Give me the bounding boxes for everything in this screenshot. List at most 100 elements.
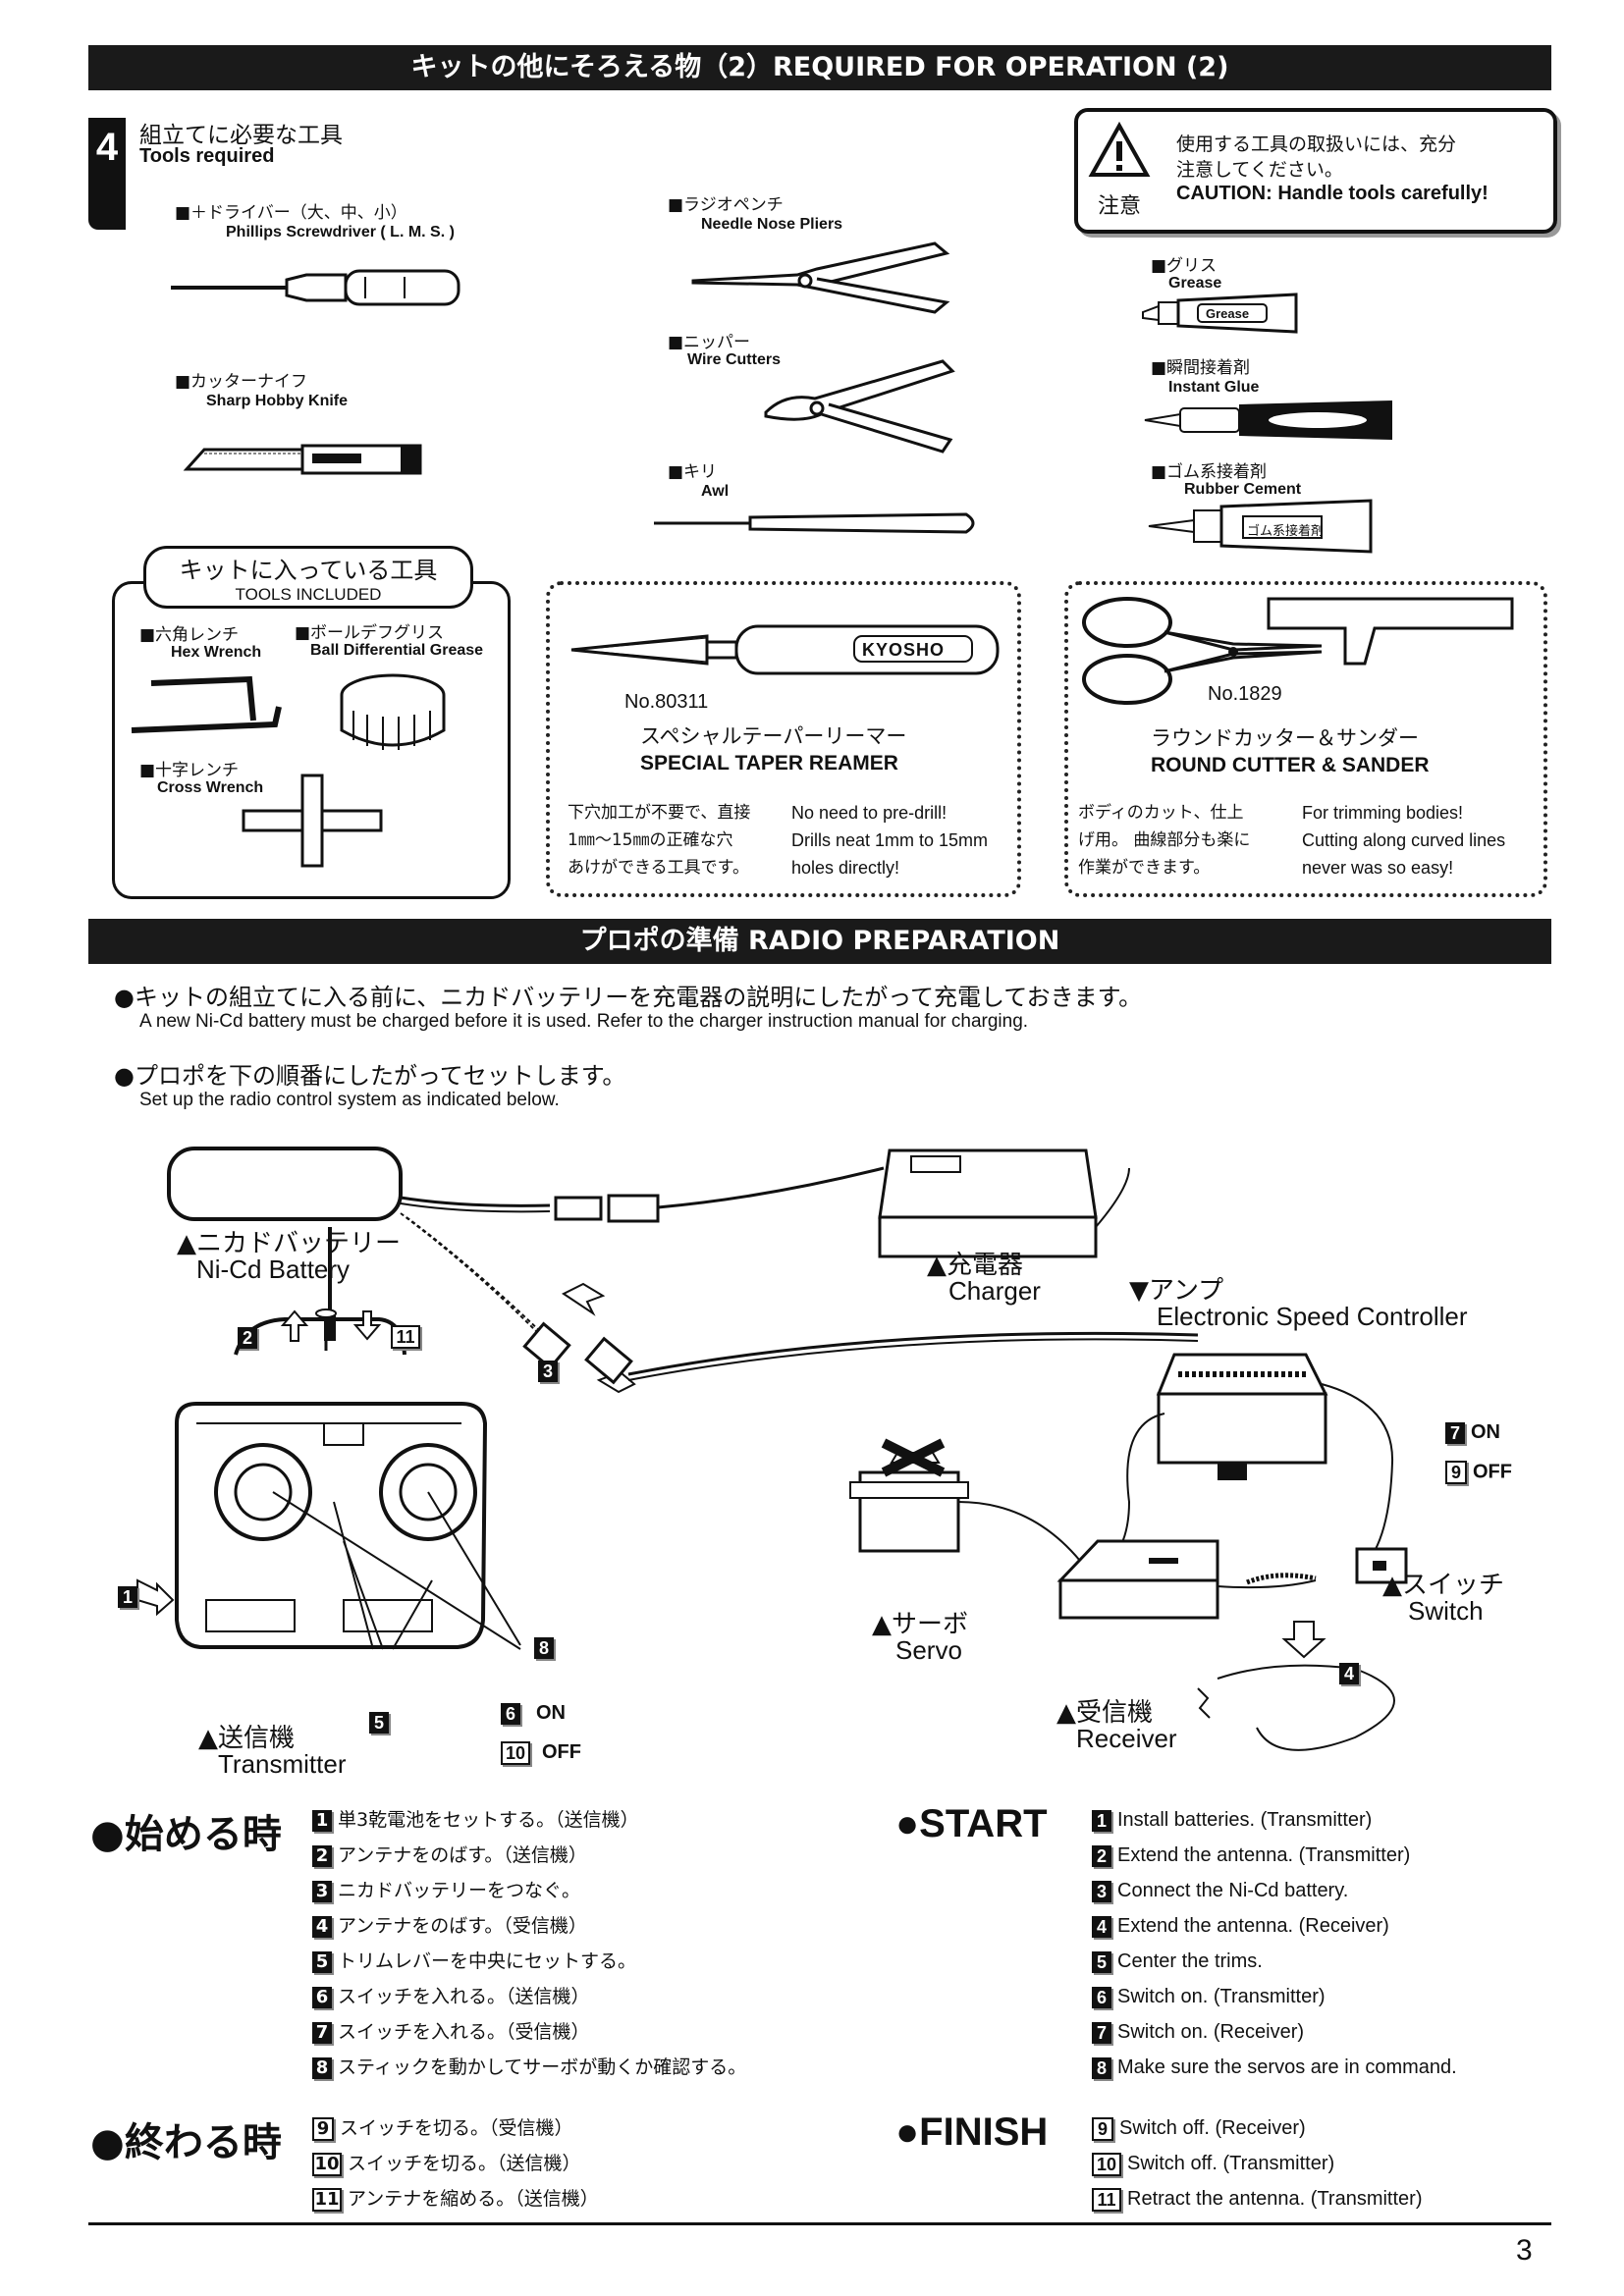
cutter-name-jp: ラウンドカッター＆サンダー — [1151, 726, 1419, 750]
tools-required-title-jp: 組立てに必要な工具 — [139, 123, 343, 148]
reamer-desc-jp-line: 下穴加工が不要で、直接 — [568, 803, 751, 823]
page-number: 3 — [1516, 2234, 1533, 2267]
start-step-jp: アンテナをのばす。（受信機） — [338, 1915, 587, 1937]
awl-icon — [654, 512, 975, 534]
cutter-desc-jp: ボディのカット、仕上 げ用。 曲線部分も楽に 作業ができます。 — [1078, 799, 1250, 881]
wire-cutters-icon — [764, 359, 955, 454]
step-num: 2 — [312, 1844, 332, 1867]
cement-tube-text: ゴム系接着剤 — [1247, 524, 1325, 539]
step-num: 6 — [312, 1986, 332, 2008]
step-num: 4 — [1092, 1915, 1111, 1938]
section-header-required: キットの他にそろえる物（2）REQUIRED FOR OPERATION (2) — [88, 45, 1551, 90]
diagram-step-2: 2 — [238, 1327, 257, 1349]
tx-off-label: OFF — [542, 1741, 581, 1764]
grease-tube-icon — [1142, 293, 1298, 334]
reamer-desc-en: No need to pre-drill! Drills neat 1mm to… — [791, 799, 988, 881]
start-title-jp: ●始める時 — [90, 1812, 282, 1857]
switch-label-en: Switch — [1408, 1596, 1484, 1626]
cutter-desc-jp-line: ボディのカット、仕上 — [1078, 803, 1244, 823]
diagram-step-1: 1 — [118, 1586, 137, 1608]
diagram-step-9: 9 — [1445, 1461, 1467, 1484]
cutters-label-jp: ■ニッパー — [668, 333, 751, 352]
diagram-step-5: 5 — [369, 1712, 389, 1734]
cutter-desc-jp-line: げ用。 曲線部分も楽に — [1078, 830, 1251, 850]
pliers-icon — [691, 241, 950, 314]
start-step-jp: スイッチを入れる。（送信機） — [338, 1986, 590, 2007]
start-step-jp: 単3乾電池をセットする。（送信機） — [338, 1809, 639, 1831]
glue-label-en: Instant Glue — [1168, 379, 1260, 396]
finish-step-jp: スイッチを切る。（受信機） — [340, 2117, 573, 2139]
screwdriver-label-jp: ■＋ドライバー（大、中、小） — [175, 203, 407, 223]
reamer-desc-en-line: No need to pre-drill! — [791, 803, 947, 823]
finish-step-jp: アンテナを縮める。（送信機） — [348, 2188, 599, 2210]
tools-required-title-en: Tools required — [139, 145, 275, 167]
cross-label-jp: ■十字レンチ — [139, 761, 240, 780]
battery-label-en: Ni-Cd Battery — [196, 1255, 351, 1284]
finish-step-en: Switch off. (Receiver) — [1119, 2117, 1306, 2139]
tools-included-title-jp: キットに入っている工具 — [179, 557, 438, 584]
intro-en-1: A new Ni-Cd battery must be charged befo… — [139, 1011, 1029, 1032]
warning-icon — [1088, 121, 1151, 177]
round-cutter-box — [1064, 581, 1547, 897]
glue-label-jp: ■瞬間接着剤 — [1151, 358, 1251, 378]
start-step-en: Switch on. (Transmitter) — [1117, 1986, 1326, 2007]
step-num: 11 — [312, 2187, 342, 2212]
step-num: 6 — [1092, 1986, 1111, 2008]
knife-label-en: Sharp Hobby Knife — [206, 393, 349, 409]
sander-blade-icon — [1267, 597, 1514, 666]
scissors-icon — [1082, 597, 1323, 705]
step-num: 2 — [1092, 1844, 1111, 1867]
hex-label-jp: ■六角レンチ — [139, 625, 240, 645]
step-num: 8 — [1092, 2056, 1111, 2079]
finish-title-en: ●FINISH — [895, 2110, 1049, 2154]
start-step-en: Switch on. (Receiver) — [1117, 2021, 1305, 2043]
taper-reamer-icon — [570, 624, 1000, 675]
knife-icon — [183, 444, 422, 475]
rx-off-label: OFF — [1473, 1461, 1512, 1483]
section-number: 4 — [95, 126, 119, 169]
finish-title-jp: ●終わる時 — [90, 2120, 282, 2165]
finish-step-en: Switch off. (Transmitter) — [1127, 2153, 1335, 2174]
hex-wrench-icon — [131, 675, 282, 733]
tools-included-title: キットに入っている工具 TOOLS INCLUDED — [143, 546, 473, 609]
hex-label-en: Hex Wrench — [171, 644, 262, 661]
start-step-jp: トリムレバーを中央にセットする。 — [338, 1950, 637, 1972]
servo-label-en: Servo — [895, 1635, 962, 1665]
start-step-en: Connect the Ni-Cd battery. — [1117, 1880, 1349, 1901]
step-num: 1 — [312, 1809, 332, 1832]
tools-included-title-en: TOOLS INCLUDED — [235, 585, 382, 604]
reamer-desc-jp: 下穴加工が不要で、直接 1㎜〜15㎜の正確な穴 あけができる工具です。 — [568, 799, 750, 881]
kyosho-logo: KYOSHO — [862, 640, 946, 660]
intro-jp-2: ●プロポを下の順番にしたがってセットします。 — [114, 1062, 626, 1090]
grease-label-en: Grease — [1168, 275, 1222, 292]
reamer-desc-jp-line: 1㎜〜15㎜の正確な穴 — [568, 830, 733, 850]
diagram-step-8: 8 — [534, 1637, 554, 1659]
cement-label-jp: ■ゴム系接着剤 — [1151, 462, 1268, 482]
start-title-en: ●START — [895, 1802, 1048, 1845]
grease-label-jp: ■グリス — [1151, 256, 1218, 276]
caution-jp-line1: 使用する工具の取扱いには、充分 — [1176, 133, 1457, 155]
cutter-desc-en-line: For trimming bodies! — [1302, 803, 1464, 823]
radio-wiring-diagram — [136, 1147, 1408, 1751]
start-step-en: Extend the antenna. (Receiver) — [1117, 1915, 1389, 1937]
reamer-name-jp: スペシャルテーパーリーマー — [640, 724, 907, 748]
cutter-desc-en-line: Cutting along curved lines — [1302, 830, 1506, 850]
step-num: 1 — [1092, 1809, 1111, 1832]
start-step-jp: スイッチを入れる。（受信機） — [338, 2021, 590, 2043]
diagram-step-10: 10 — [501, 1741, 530, 1765]
step-num: 4 — [312, 1915, 332, 1938]
step-num: 11 — [1092, 2187, 1121, 2212]
cutter-desc-jp-line: 作業ができます。 — [1078, 858, 1211, 878]
step-num: 9 — [312, 2116, 334, 2141]
step-num: 9 — [1092, 2116, 1113, 2141]
reamer-desc-jp-line: あけができる工具です。 — [568, 858, 749, 878]
cross-wrench-icon — [242, 774, 383, 868]
step-num: 10 — [312, 2152, 342, 2176]
start-step-en: Make sure the servos are in command. — [1117, 2056, 1457, 2078]
step-num: 10 — [1092, 2152, 1121, 2176]
start-step-jp: アンテナをのばす。（送信機） — [338, 1844, 587, 1866]
battery-label-jp: ▲ニカドバッテリー — [177, 1229, 401, 1258]
reamer-number: No.80311 — [624, 691, 709, 713]
